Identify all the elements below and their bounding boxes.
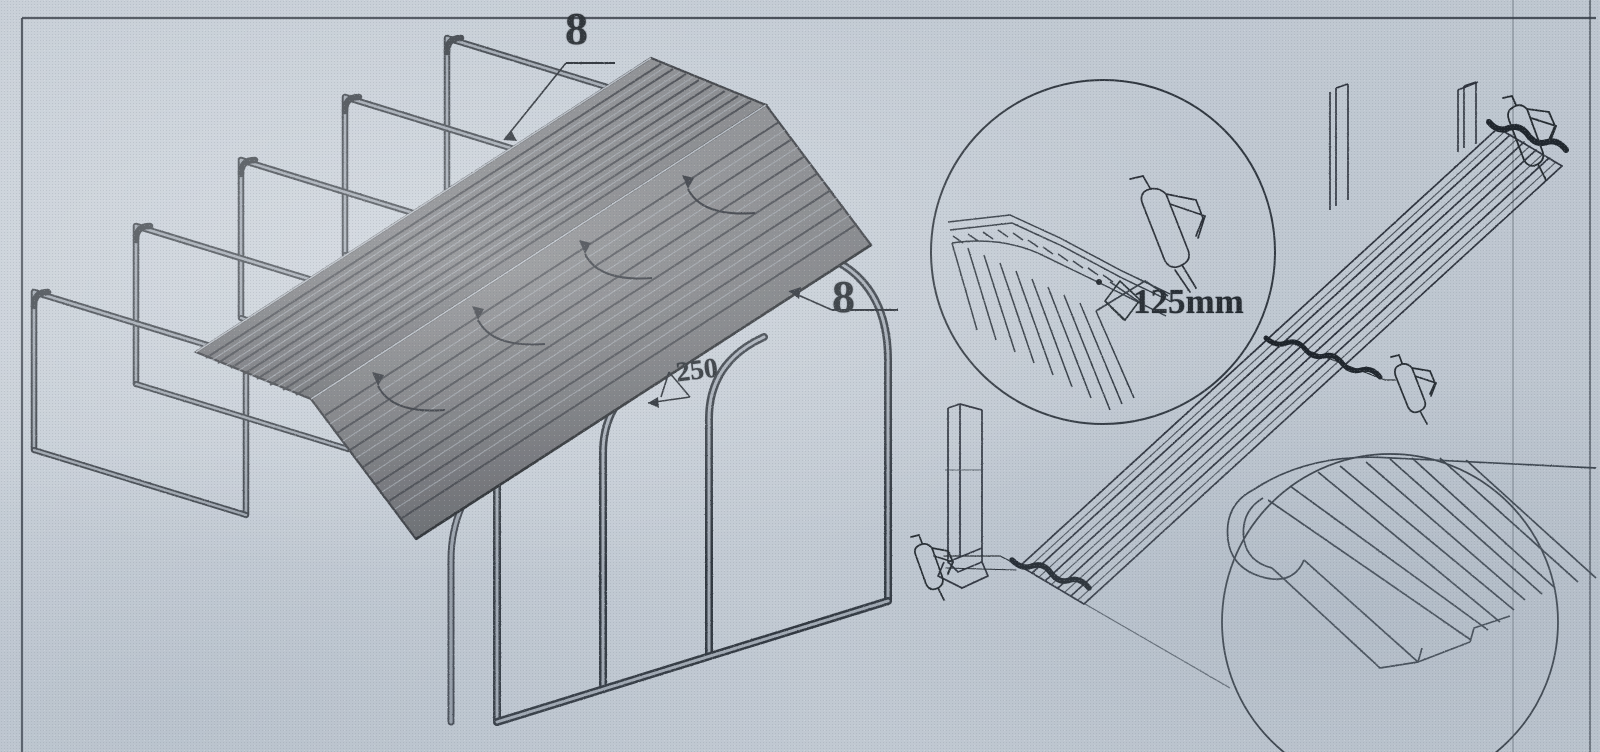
caulk-gun-icon <box>1129 175 1206 293</box>
callout-label-8-right: 8 <box>832 271 855 322</box>
sealant-bead <box>1486 119 1569 153</box>
bottom-rail <box>493 597 892 726</box>
callout-label-8-top: 8 <box>565 3 588 54</box>
support-post <box>1329 83 1349 210</box>
install-direction-arrows <box>372 175 756 412</box>
callout-leaders <box>503 62 898 408</box>
sealant-bead <box>1009 557 1092 591</box>
caulk-gun-icon <box>1502 95 1557 181</box>
detail-leader-lines <box>945 469 1231 689</box>
arch-leg <box>705 333 768 658</box>
arch-corner-fillets <box>30 34 465 310</box>
caulk-gun-icon <box>1311 351 1437 425</box>
callout-label-125mm: 125mm <box>1133 282 1244 321</box>
main-isometric-assembly-view <box>30 34 898 726</box>
support-post <box>1457 81 1479 152</box>
install-arrow <box>472 306 546 346</box>
dimension-bracket-125 <box>1103 279 1142 322</box>
detail-circle-sealant-gun <box>930 79 1276 425</box>
install-arrow <box>372 372 446 412</box>
install-arrow <box>682 175 756 215</box>
exploded-panel-sealant-view <box>910 81 1569 689</box>
callout-label-250: 250 <box>674 352 720 389</box>
arch-leg <box>796 243 892 604</box>
arch-leg <box>599 367 662 692</box>
install-arrow <box>579 240 653 280</box>
caulk-gun-icon <box>910 534 1017 601</box>
lower-left-rail <box>31 252 559 518</box>
detail-corrugated-roof <box>947 214 1173 411</box>
roof-panel-course-upper <box>193 56 769 401</box>
detail-circle-panel-profile <box>1221 453 1597 752</box>
